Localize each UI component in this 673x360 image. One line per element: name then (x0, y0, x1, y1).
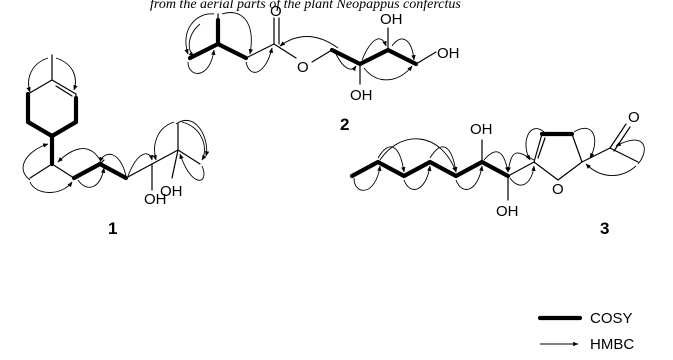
hmbc-arrow (353, 165, 382, 191)
hmbc-arrow (127, 153, 154, 177)
hmbc-arrow (506, 152, 535, 173)
compound-label-3: 3 (600, 219, 609, 238)
hmbc-arrow (187, 49, 216, 74)
hmbc-arrow (361, 38, 387, 61)
hmbc-arrow (363, 65, 413, 81)
hmbc-arrow (29, 181, 73, 193)
hmbc-arrow (152, 121, 175, 161)
hmbc-arrow (429, 146, 458, 173)
atom-label: OH (160, 183, 183, 200)
cosy-bond-2c (329, 47, 419, 67)
compound-3: OH OH O O 3 (349, 109, 645, 238)
hmbc-arrow (455, 165, 484, 190)
hmbc-arrow (615, 139, 645, 165)
cosy-bond-1a (25, 91, 79, 139)
legend: COSY HMBC (537, 310, 634, 353)
atom-label: O (297, 59, 309, 76)
hmbc-arrow (184, 13, 215, 55)
cosy-bond-3a (349, 159, 511, 179)
hmbc-arrow (188, 23, 201, 57)
hmbc-arrow (77, 167, 106, 188)
atom-label: O (552, 181, 564, 198)
atom-label: OH (496, 203, 519, 220)
hmbc-arrow (55, 57, 78, 91)
hmbc-arrow (335, 53, 357, 72)
compound-label-2: 2 (340, 115, 349, 134)
atom-label: OH (437, 45, 460, 62)
hmbc-arrow (279, 36, 339, 49)
cosy-bond-1c (71, 161, 129, 181)
atom-label: OH (470, 121, 493, 138)
hmbc-arrow (99, 153, 127, 177)
atom-label: OH (380, 11, 403, 28)
legend-cosy-label: COSY (590, 310, 633, 327)
atom-label: OH (144, 191, 167, 208)
caption-fragment: from the aerial parts of the plant Neopa… (150, 0, 461, 12)
compound-label-1: 1 (108, 219, 117, 238)
hmbc-arrow (179, 153, 205, 181)
atom-label: OH (350, 87, 373, 104)
hmbc-arrow (175, 120, 210, 157)
compound-2: O O OH OH OH 2 (184, 3, 460, 134)
hmbc-arrow (403, 165, 432, 190)
atom-label: O (628, 109, 640, 126)
compound-1: OH OH 1 (22, 54, 210, 238)
hmbc-arrow (26, 57, 49, 93)
hmbc-arrow (525, 128, 545, 161)
hmbc-arrow (245, 47, 274, 73)
legend-hmbc-label: HMBC (590, 336, 634, 353)
hmbc-arrow (181, 121, 207, 161)
hmbc-arrow (509, 165, 536, 186)
hmbc-arrow (379, 138, 457, 173)
hmbc-arrow (22, 143, 49, 181)
hmbc-arrow (391, 38, 416, 61)
hmbc-arrow (57, 148, 101, 163)
hmbc-arrow (573, 127, 596, 159)
hmbc-arrow (221, 12, 253, 55)
hmbc-arrow (377, 146, 406, 173)
atom-label: O (270, 3, 282, 20)
hmbc-arrow (585, 163, 637, 176)
